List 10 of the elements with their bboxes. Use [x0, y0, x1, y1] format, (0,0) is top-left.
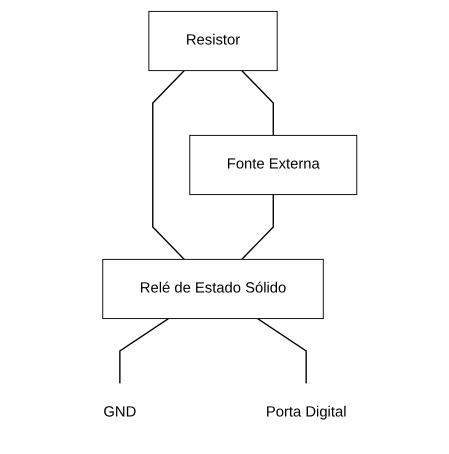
connector [256, 318, 306, 384]
connector [240, 70, 274, 136]
node-box: Relé de Estado Sólido [102, 258, 324, 320]
node-text: Porta Digital [265, 404, 346, 420]
connector [118, 318, 168, 384]
connector [240, 194, 274, 260]
connector [152, 70, 184, 260]
node-box: Resistor [148, 10, 278, 72]
node-box: Fonte Externa [188, 134, 357, 196]
node-text: GND [102, 404, 136, 420]
